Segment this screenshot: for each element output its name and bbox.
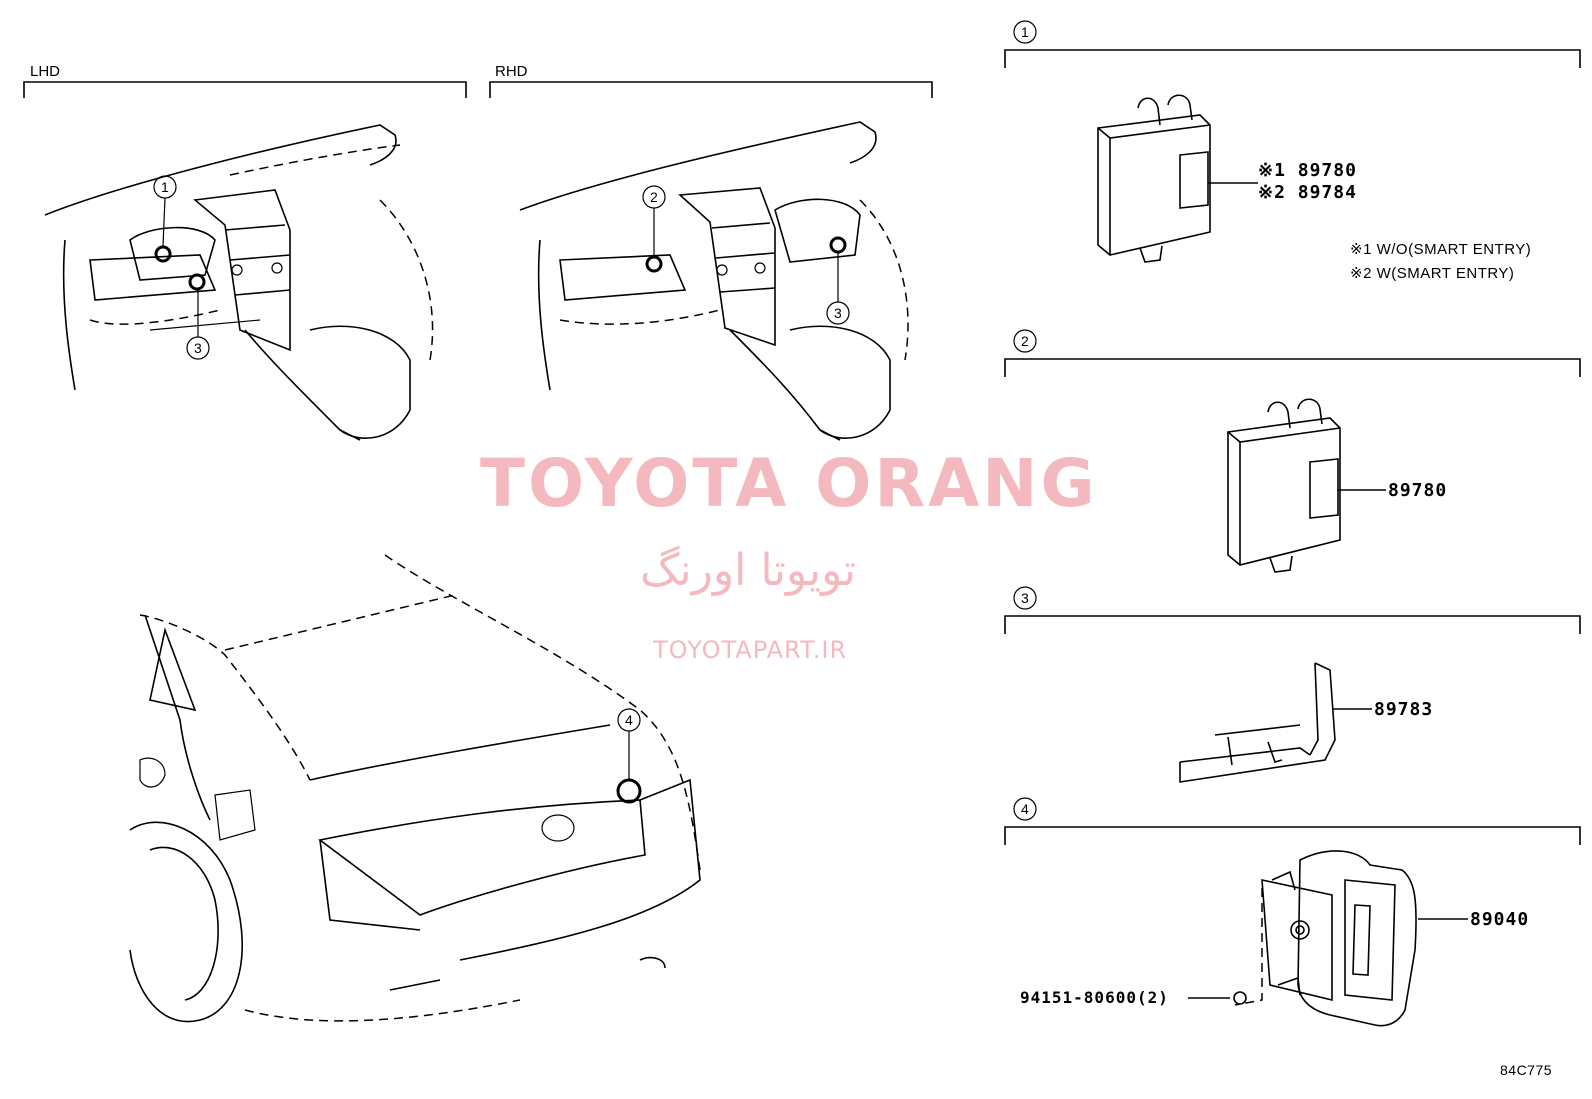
note-without-smart-entry: ※1 W/O(SMART ENTRY) [1350, 241, 1532, 258]
part-number-89784-variant-2: ※2 89784 [1258, 182, 1357, 203]
lhd-label: LHD [30, 63, 61, 80]
part-89780-module-drawing [1097, 94, 1258, 263]
watermark-title: TOYOTA ORANG [480, 445, 1098, 522]
callout-markers [153, 20, 1037, 821]
lhd-dashboard-drawing [44, 124, 434, 441]
panel-4-number: 4 [1021, 801, 1029, 817]
panel-3-bracket [1004, 615, 1581, 634]
part-number-89783: 89783 [1374, 699, 1434, 720]
part-89040-sensor-drawing [1188, 850, 1468, 1027]
callout-3-rhd-number: 3 [834, 305, 842, 321]
panel-4-bracket [1004, 826, 1581, 845]
part-number-94151-80600: 94151-80600(2) [1020, 988, 1169, 1007]
callout-3-lhd-number: 3 [194, 340, 202, 356]
callout-4-number: 4 [625, 712, 633, 728]
car-rear-drawing [129, 554, 701, 1023]
callout-1-number: 1 [161, 179, 169, 195]
panel-3-number: 3 [1021, 590, 1029, 606]
panel-1-number: 1 [1021, 24, 1029, 40]
rhd-bracket [489, 81, 933, 98]
part-number-89780-variant-1: ※1 89780 [1258, 160, 1357, 181]
part-89780-module-drawing-2 [1227, 398, 1386, 573]
part-89783-bracket-drawing [1179, 662, 1372, 783]
note-with-smart-entry: ※2 W(SMART ENTRY) [1350, 265, 1515, 282]
part-number-89780: 89780 [1388, 480, 1448, 501]
callout-2-number: 2 [650, 189, 658, 205]
watermark-persian: تویوتا اورنگ [640, 545, 856, 596]
watermark-site: TOYOTAPART.IR [653, 636, 848, 664]
diagram-code: 84C775 [1500, 1062, 1553, 1078]
rhd-label: RHD [495, 63, 528, 80]
panel-2-bracket [1004, 358, 1581, 377]
part-number-89040: 89040 [1470, 909, 1530, 930]
panel-1-bracket [1004, 49, 1581, 68]
lhd-bracket [23, 81, 467, 98]
rhd-dashboard-drawing [519, 121, 909, 441]
panel-2-number: 2 [1021, 333, 1029, 349]
